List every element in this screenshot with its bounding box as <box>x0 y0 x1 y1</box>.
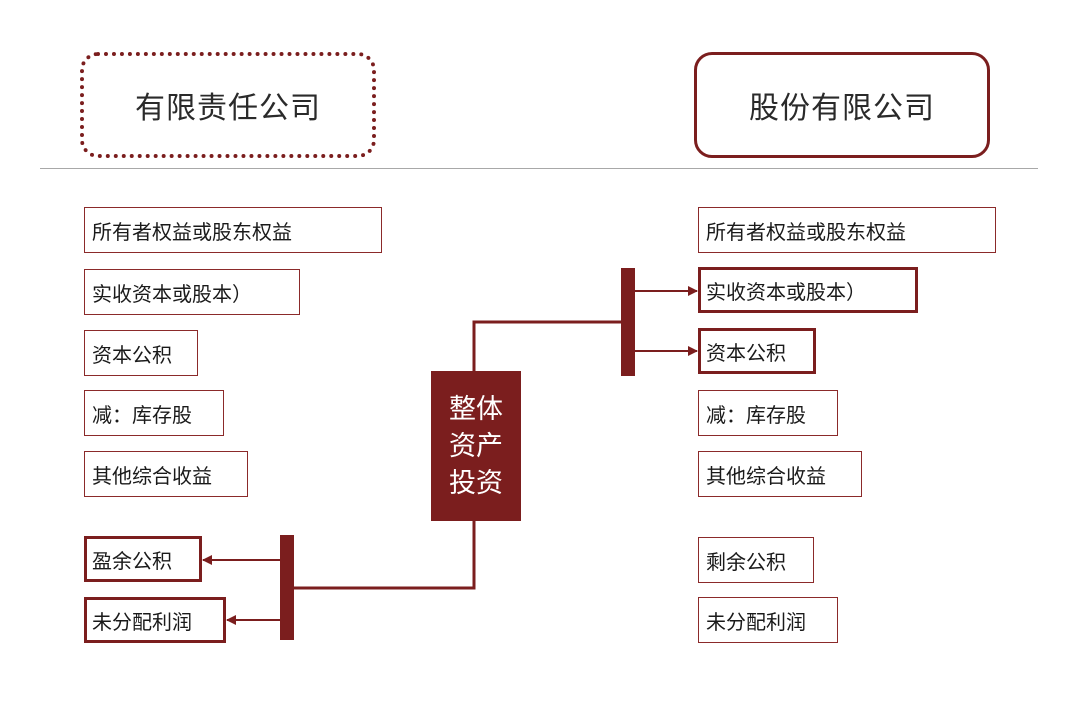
connector-center-to-right-bar <box>472 320 621 371</box>
overall-asset-investment-box: 整体 资产 投资 <box>431 371 521 521</box>
center-line-3: 投资 <box>449 467 503 499</box>
right-item-remaining-reserve: 剩余公积 <box>698 537 814 583</box>
center-line-2: 资产 <box>449 430 503 462</box>
right-item-owners-equity: 所有者权益或股东权益 <box>698 207 996 253</box>
right-item-treasury-stock: 减：库存股 <box>698 390 838 436</box>
left-item-paid-in-capital: 实收资本或股本） <box>84 269 300 315</box>
limited-liability-company-header: 有限责任公司 <box>80 52 376 158</box>
left-item-surplus-reserve: 盈余公积 <box>84 536 202 582</box>
left-item-capital-reserve: 资本公积 <box>84 330 198 376</box>
right-distribution-bar <box>621 268 635 376</box>
connector-center-to-left-bar <box>294 521 476 590</box>
right-item-paid-in-capital: 实收资本或股本） <box>698 267 918 313</box>
left-item-owners-equity: 所有者权益或股东权益 <box>84 207 382 253</box>
left-item-treasury-stock: 减：库存股 <box>84 390 224 436</box>
right-item-capital-reserve: 资本公积 <box>698 328 816 374</box>
joint-stock-company-header: 股份有限公司 <box>694 52 990 158</box>
right-item-other-comprehensive-income: 其他综合收益 <box>698 451 862 497</box>
left-item-other-comprehensive-income: 其他综合收益 <box>84 451 248 497</box>
section-divider <box>40 168 1038 169</box>
right-item-undistributed-profit: 未分配利润 <box>698 597 838 643</box>
left-item-undistributed-profit: 未分配利润 <box>84 597 226 643</box>
center-line-1: 整体 <box>449 393 503 425</box>
left-distribution-bar <box>280 535 294 640</box>
